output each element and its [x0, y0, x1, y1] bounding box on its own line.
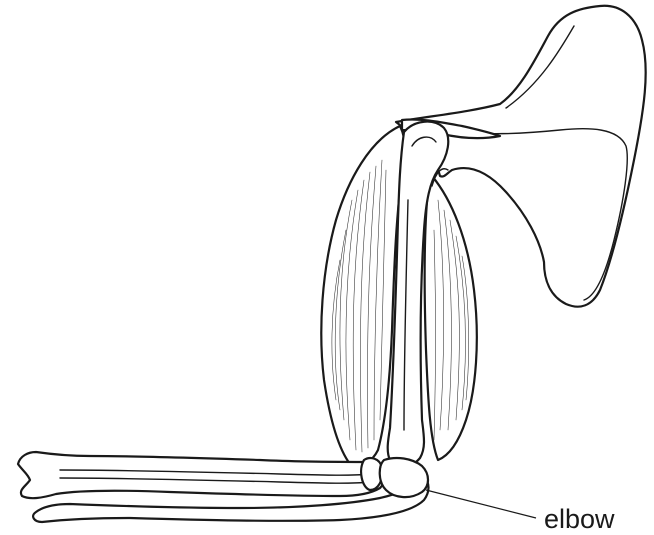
elbow-label: elbow [426, 490, 615, 534]
triceps-muscle [425, 169, 477, 460]
elbow-leader-line [426, 490, 536, 518]
elbow-label-text: elbow [544, 504, 615, 534]
